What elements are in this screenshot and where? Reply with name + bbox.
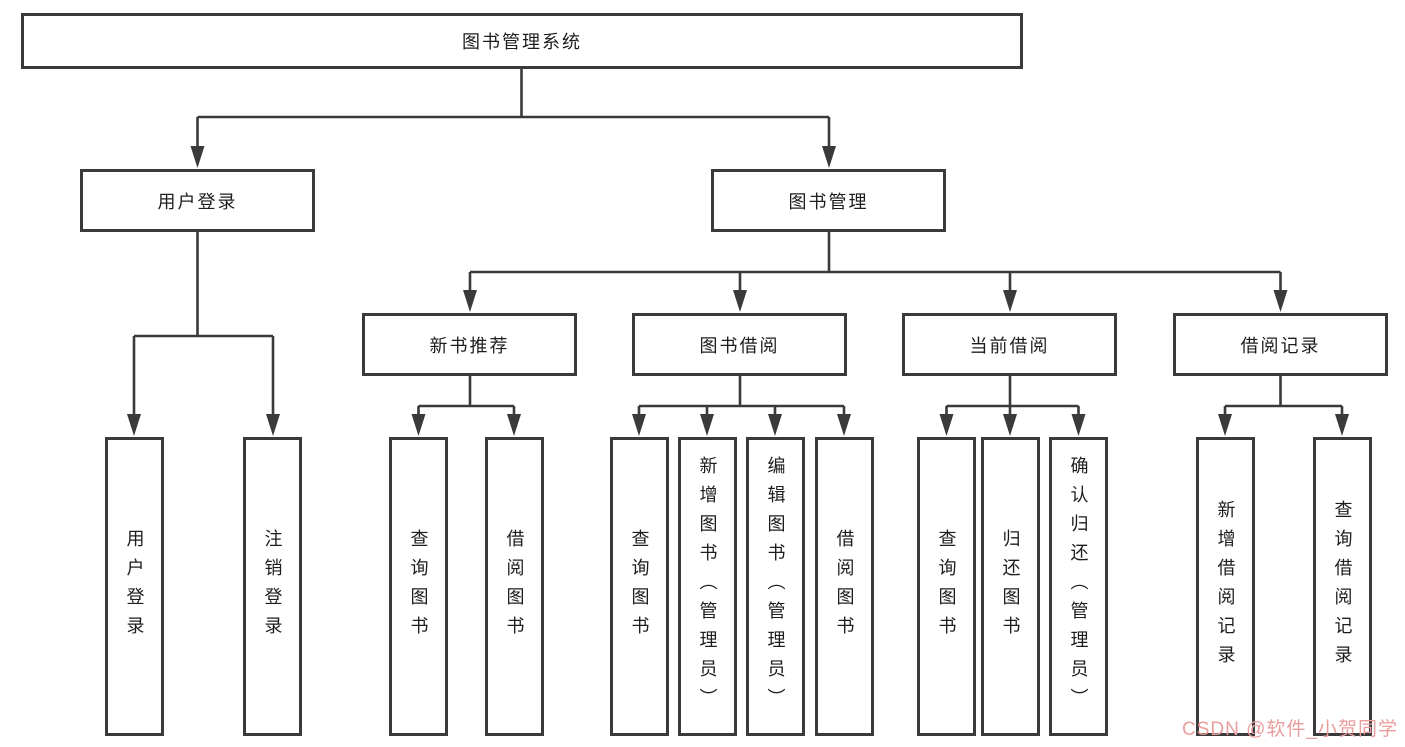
connector-current-group	[939, 376, 1086, 436]
leaf-current-query-book: 查询图书	[917, 437, 976, 736]
leaf-borrow-borrow-book-label: 借阅图书	[834, 528, 855, 645]
leaf-new-book-query-book-label: 查询图书	[408, 528, 429, 645]
node-root: 图书管理系统	[21, 13, 1023, 69]
leaf-borrow-query-book-label: 查询图书	[629, 528, 650, 645]
leaf-records-add-record-label: 新增借阅记录	[1215, 499, 1236, 674]
leaf-borrow-edit-book-admin: 编辑图书（管理员）	[746, 437, 805, 736]
node-book-borrow-label: 图书借阅	[699, 335, 780, 356]
node-current-borrow-label: 当前借阅	[969, 335, 1050, 356]
node-book-management: 图书管理	[711, 169, 946, 232]
connector-root-to-level2	[190, 69, 836, 168]
leaf-records-query-record-label: 查询借阅记录	[1332, 499, 1353, 674]
node-root-label: 图书管理系统	[462, 32, 582, 52]
connector-borrow-group	[632, 376, 851, 436]
node-book-borrow: 图书借阅	[632, 313, 847, 376]
node-user-login-label: 用户登录	[157, 191, 238, 212]
leaf-current-return-book-label: 归还图书	[1000, 528, 1021, 645]
node-new-book-recommend-label: 新书推荐	[429, 335, 510, 356]
leaf-records-add-record: 新增借阅记录	[1196, 437, 1255, 736]
leaf-logout-login: 注销登录	[243, 437, 302, 736]
connector-new-book-group	[411, 376, 521, 436]
connector-book-management-group	[463, 232, 1288, 312]
leaf-user-login-label: 用户登录	[124, 528, 145, 645]
leaf-records-query-record: 查询借阅记录	[1313, 437, 1372, 736]
leaf-borrow-edit-book-admin-label: 编辑图书（管理员）	[765, 456, 786, 717]
leaf-new-book-borrow-book-label: 借阅图书	[504, 528, 525, 645]
leaf-new-book-query-book: 查询图书	[389, 437, 448, 736]
leaf-borrow-borrow-book: 借阅图书	[815, 437, 874, 736]
leaf-user-login: 用户登录	[105, 437, 164, 736]
node-book-management-label: 图书管理	[788, 191, 869, 212]
leaf-borrow-add-book-admin-label: 新增图书（管理员）	[697, 456, 718, 717]
node-current-borrow: 当前借阅	[902, 313, 1117, 376]
leaf-current-confirm-return-admin-label: 确认归还（管理员）	[1068, 456, 1089, 717]
node-borrow-records: 借阅记录	[1173, 313, 1388, 376]
leaf-current-return-book: 归还图书	[981, 437, 1040, 736]
node-user-login: 用户登录	[80, 169, 315, 232]
csdn-watermark: CSDN @软件_小贺同学	[1182, 719, 1398, 740]
connector-records-group	[1218, 376, 1349, 436]
leaf-borrow-add-book-admin: 新增图书（管理员）	[678, 437, 737, 736]
node-new-book-recommend: 新书推荐	[362, 313, 577, 376]
connector-user-login-group	[127, 232, 280, 436]
leaf-current-query-book-label: 查询图书	[936, 528, 957, 645]
leaf-current-confirm-return-admin: 确认归还（管理员）	[1049, 437, 1108, 736]
leaf-borrow-query-book: 查询图书	[610, 437, 669, 736]
node-borrow-records-label: 借阅记录	[1240, 335, 1321, 356]
leaf-logout-login-label: 注销登录	[262, 528, 283, 645]
leaf-new-book-borrow-book: 借阅图书	[485, 437, 544, 736]
